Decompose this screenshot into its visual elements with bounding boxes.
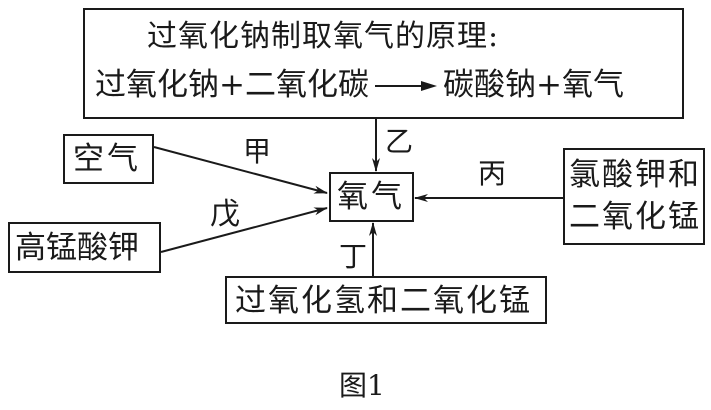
oxygen-box: 氧气 [329,172,414,222]
reactants: 过氧化钠+二氧化碳 [95,67,369,103]
air-box: 空气 [63,134,154,184]
arrow-wu [160,207,328,253]
kclo3-label-line2: 二氧化锰 [569,199,701,235]
principle-box: 过氧化钠制取氧气的原理: 过氧化钠+二氧化碳 碳酸钠+氧气 [83,8,684,119]
kmno4-box: 高锰酸钾 [8,222,161,273]
route-label-wu: 戊 [210,197,240,232]
air-label: 空气 [73,141,141,177]
kclo3-mno2-box: 氯酸钾和 二氧化锰 [563,148,705,245]
h2o2-mno2-box: 过氧化氢和二氧化锰 [225,276,547,324]
route-label-bing: 丙 [478,157,507,190]
reaction-arrow-icon [374,80,437,91]
oxygen-label: 氧气 [337,179,405,215]
route-label-yi: 乙 [385,125,414,158]
kclo3-label-line1: 氯酸钾和 [569,157,701,193]
h2o2-label: 过氧化氢和二氧化锰 [235,283,532,319]
products: 碳酸钠+氧气 [442,67,624,103]
principle-title: 过氧化钠制取氧气的原理: [147,19,500,54]
route-label-jia: 甲 [243,135,272,168]
arrow-jia [153,146,328,194]
route-label-ding: 丁 [339,240,368,273]
kmno4-label: 高锰酸钾 [15,230,139,266]
reaction-equation: 过氧化钠+二氧化碳 碳酸钠+氧气 [95,70,624,101]
figure-caption: 图1 [339,369,385,402]
